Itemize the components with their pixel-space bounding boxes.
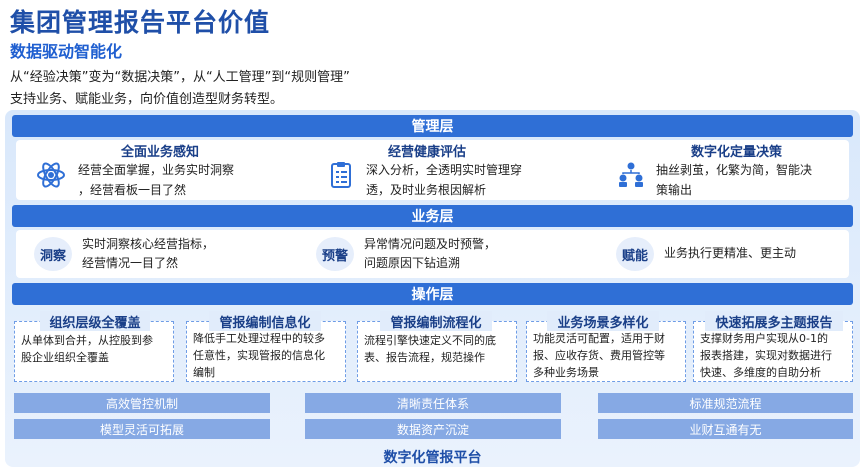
pillar-business-finance: 业财互通有无 bbox=[598, 419, 853, 439]
org-chart-icon bbox=[616, 160, 646, 190]
pillar-standard-process: 标准规范流程 bbox=[598, 393, 853, 413]
ops-card-title: 管报编制流程化 bbox=[380, 311, 492, 331]
biz-card-text: 业务执行更精准、更主动 bbox=[664, 244, 834, 263]
pillar-flexible-model: 模型灵活可拓展 bbox=[14, 419, 270, 439]
ops-card-text-line: 降低手工处理过程中的较多 bbox=[193, 332, 325, 345]
biz-card-text-line: 经营情况一目了然 bbox=[82, 256, 179, 270]
page-subtitle: 数据驱动智能化 bbox=[10, 42, 123, 61]
mgmt-card-awareness: 全面业务感知 经营全面掌握，业务实时洞察 ，经营看板一目了然 bbox=[36, 140, 296, 200]
ops-card-title: 组织层级全覆盖 bbox=[40, 311, 150, 331]
mgmt-card-text-line: 策输出 bbox=[656, 183, 693, 197]
management-row: 全面业务感知 经营全面掌握，业务实时洞察 ，经营看板一目了然 经营健康评估 bbox=[16, 140, 849, 200]
ops-card-text-line: 多种业务场景 bbox=[533, 366, 599, 379]
biz-badge: 赋能 bbox=[616, 237, 654, 271]
mgmt-card-title: 数字化定量决策 bbox=[691, 145, 783, 160]
biz-card-text-line: 业务执行更精准、更主动 bbox=[664, 246, 797, 260]
biz-card-text-line: 问题原因下钻追溯 bbox=[364, 256, 461, 270]
biz-card-text-line: 实时洞察核心经营指标， bbox=[82, 237, 215, 251]
ops-card-process: 流程引擎快速定义不同的底 表、报告流程，规范操作 bbox=[357, 321, 517, 382]
mgmt-card-text-line: ，经营看板一目了然 bbox=[78, 183, 187, 197]
business-layer-bar: 业务层 bbox=[12, 205, 853, 227]
ops-card-text-line: 任意性，实现管报的信息化 bbox=[193, 349, 325, 362]
clipboard-icon bbox=[326, 160, 356, 190]
atom-icon bbox=[36, 160, 66, 190]
mgmt-card-text: 深入分析，全透明实时管理穿 透，及时业务根因解析 bbox=[366, 160, 576, 200]
mgmt-card-title: 全面业务感知 bbox=[121, 145, 200, 160]
ops-card-text-line: 支撑财务用户实现从0-1的 bbox=[700, 332, 828, 345]
pillar-efficient-control: 高效管控机制 bbox=[14, 393, 270, 413]
biz-badge: 洞察 bbox=[34, 237, 72, 271]
ops-card-title: 快速拓展多主题报告 bbox=[705, 311, 843, 331]
ops-card-text: 从单体到合并，从控股到参 股企业组织全覆盖 bbox=[21, 332, 169, 366]
operation-layer-bar: 操作层 bbox=[12, 283, 853, 305]
ops-card-text: 降低手工处理过程中的较多 任意性，实现管报的信息化 编制 bbox=[193, 330, 341, 381]
ops-card-scenarios: 功能灵活可配置，适用于财 报、应收存货、费用管控等 多种业务场景 bbox=[526, 321, 686, 382]
mgmt-card-text-line: 深入分析，全透明实时管理穿 bbox=[366, 163, 523, 177]
business-row: 洞察 实时洞察核心经营指标， 经营情况一目了然 预警 异常情况问题及时预警， 问… bbox=[16, 230, 849, 278]
ops-card-text-line: 报、应收存货、费用管控等 bbox=[533, 349, 665, 362]
description-line-2: 支持业务、赋能业务，向价值创造型财务转型。 bbox=[10, 92, 284, 107]
ops-card-title: 业务场景多样化 bbox=[547, 311, 659, 331]
mgmt-card-title: 经营健康评估 bbox=[388, 145, 467, 160]
ops-card-text-line: 股企业组织全覆盖 bbox=[21, 351, 109, 364]
pillar-clear-responsibility: 清晰责任体系 bbox=[305, 393, 561, 413]
ops-card-text-line: 编制 bbox=[193, 366, 215, 379]
ops-card-text-line: 功能灵活可配置，适用于财 bbox=[533, 332, 665, 345]
mgmt-card-text-line: 抽丝剥茧，化繁为简，智能决 bbox=[656, 163, 813, 177]
biz-card-text: 异常情况问题及时预警， 问题原因下钻追溯 bbox=[364, 235, 554, 273]
ops-card-text-line: 快速、多维度的自助分析 bbox=[700, 366, 821, 379]
ops-card-text: 功能灵活可配置，适用于财 报、应收存货、费用管控等 多种业务场景 bbox=[533, 330, 681, 381]
mgmt-card-text-line: 透，及时业务根因解析 bbox=[366, 183, 487, 197]
description-line-1: 从“经验决策”变为“数据决策”，从“人工管理”到“规则管理” bbox=[10, 70, 350, 85]
ops-card-text-line: 从单体到合并，从控股到参 bbox=[21, 334, 153, 347]
biz-card-text-line: 异常情况问题及时预警， bbox=[364, 237, 497, 251]
mgmt-card-text: 经营全面掌握，业务实时洞察 ，经营看板一目了然 bbox=[78, 160, 278, 200]
ops-card-text-line: 报表搭建，实现对数据进行 bbox=[700, 349, 832, 362]
ops-card-text: 流程引擎快速定义不同的底 表、报告流程，规范操作 bbox=[364, 332, 512, 366]
ops-card-reports: 支撑财务用户实现从0-1的 报表搭建，实现对数据进行 快速、多维度的自助分析 bbox=[693, 321, 853, 382]
mgmt-card-text: 抽丝剥茧，化繁为简，智能决 策输出 bbox=[656, 160, 846, 200]
biz-card-warning: 预警 异常情况问题及时预警， 问题原因下钻追溯 bbox=[316, 230, 556, 278]
ops-card-text: 支撑财务用户实现从0-1的 报表搭建，实现对数据进行 快速、多维度的自助分析 bbox=[700, 330, 848, 381]
platform-footer: 数字化管报平台 bbox=[383, 450, 482, 466]
biz-card-text: 实时洞察核心经营指标， 经营情况一目了然 bbox=[82, 235, 272, 273]
mgmt-card-health: 经营健康评估 深入分析，全透明实时管理穿 透，及时业务根因解析 bbox=[326, 140, 586, 200]
biz-badge: 预警 bbox=[316, 237, 354, 271]
ops-card-text-line: 表、报告流程，规范操作 bbox=[364, 351, 485, 364]
biz-card-enable: 赋能 业务执行更精准、更主动 bbox=[616, 230, 836, 278]
ops-card-title: 管报编制信息化 bbox=[209, 311, 321, 331]
pillar-data-assets: 数据资产沉淀 bbox=[305, 419, 561, 439]
page-title: 集团管理报告平台价值 bbox=[10, 8, 271, 37]
mgmt-card-decision: 数字化定量决策 抽丝剥茧，化繁为简，智能决 策输出 bbox=[616, 140, 846, 200]
management-layer-bar: 管理层 bbox=[12, 115, 853, 137]
ops-card-text-line: 流程引擎快速定义不同的底 bbox=[364, 334, 496, 347]
ops-card-informatization: 降低手工处理过程中的较多 任意性，实现管报的信息化 编制 bbox=[186, 321, 346, 382]
biz-card-insight: 洞察 实时洞察核心经营指标， 经营情况一目了然 bbox=[34, 230, 274, 278]
mgmt-card-text-line: 经营全面掌握，业务实时洞察 bbox=[78, 163, 235, 177]
